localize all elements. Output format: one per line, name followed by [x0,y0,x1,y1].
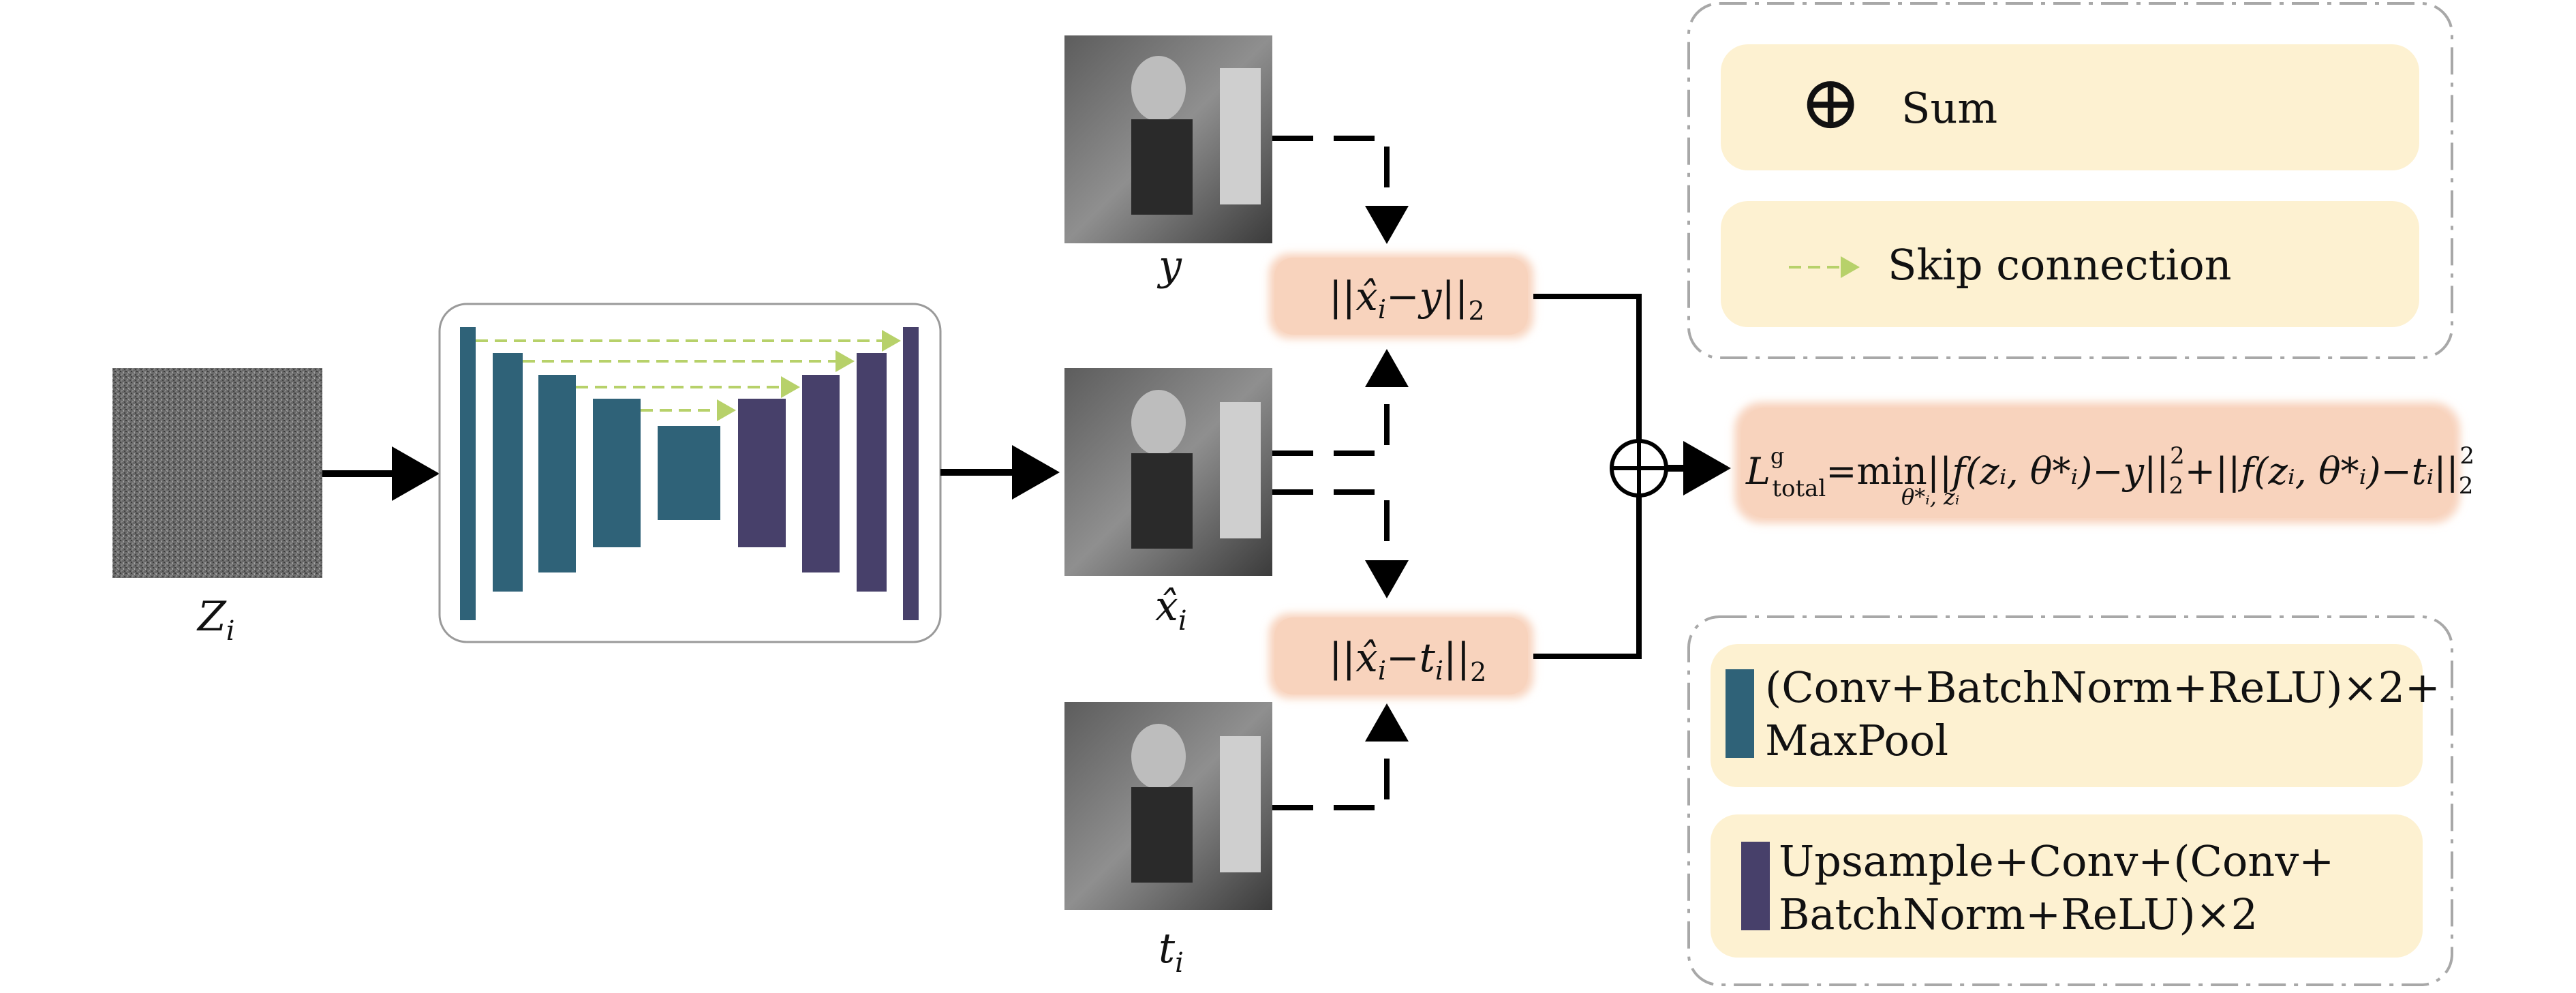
decoder-block-1 [738,399,786,547]
arrow-y-to-loss1 [1272,136,1409,244]
label-xhat: x̂i [1155,583,1187,637]
encoder-block-2 [493,353,523,592]
noise-input-image [112,368,322,578]
legend-encoder-label: (Conv+BatchNorm+ReLU)×2+ MaxPool [1765,662,2454,765]
noise-label: Zi [196,593,235,647]
legend-sum-label: Sum [1901,83,1997,133]
arrow-t-to-loss2 [1272,703,1409,810]
decoder-block-3 [857,353,887,592]
min-subscript: θ*ᵢ, zᵢ [1901,484,1959,510]
image-xhat [1064,368,1272,576]
encoder-block-4 [593,399,641,547]
sum-node [1610,439,1668,498]
encoder-block-3 [538,375,576,572]
connector-loss2-to-sum [1533,494,1642,659]
arrow-xhat-to-loss1 [1272,349,1409,456]
legend-decoder-swatch [1741,842,1770,930]
legend-top: ⊕ Sum Skip connection [1687,2,2453,359]
loss-box-y: ||x̂i−y||2 [1269,254,1533,339]
arrow-xhat-to-loss2 [1272,489,1409,598]
loss-box-t: ||x̂i−ti||2 [1269,613,1533,699]
image-t [1064,702,1272,910]
label-t: ti [1159,925,1184,979]
legend-decoder-label: Upsample+Conv+(Conv+ BatchNorm+ReLU)×2 [1779,836,2348,939]
encoder-block-1 [460,327,476,620]
decoder-block-4 [903,327,919,620]
decoder-block-2 [802,375,840,572]
legend-skip-label: Skip connection [1888,240,2232,290]
bottleneck-block [658,426,720,520]
legend-sum-symbol: ⊕ [1799,59,1862,146]
svg-text:||x̂i−y||2: ||x̂i−y||2 [1329,273,1485,326]
label-y: y [1156,242,1182,290]
svg-text:||x̂i−ti||2: ||x̂i−ti||2 [1329,635,1486,687]
image-y [1064,35,1272,243]
legend-encoder-swatch [1726,669,1754,758]
legend-bottom: (Conv+BatchNorm+ReLU)×2+ MaxPool Upsampl… [1687,615,2454,986]
unet-network [438,303,942,643]
connector-loss1-to-sum [1533,294,1642,443]
